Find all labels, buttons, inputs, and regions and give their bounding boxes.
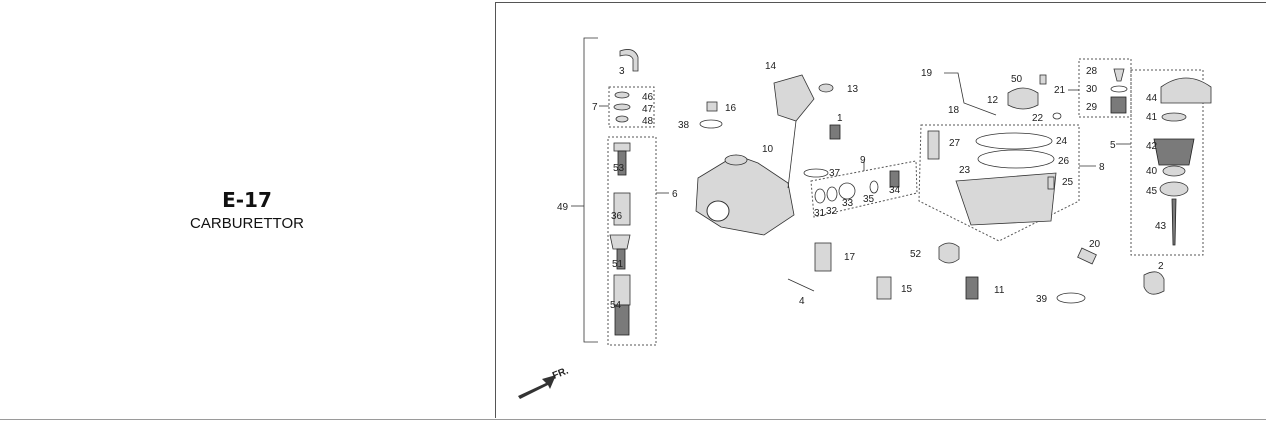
callout-label: 52 xyxy=(910,249,922,260)
part-14-bracket xyxy=(773,74,815,122)
callout-label: 9 xyxy=(860,155,866,166)
callout-label: 2 xyxy=(1158,261,1164,272)
callout-label: 53 xyxy=(613,163,625,174)
callout-label: 4 xyxy=(799,296,805,307)
callout-label: 37 xyxy=(829,168,841,179)
group-bracket-49 xyxy=(583,37,598,343)
callout-label: 49 xyxy=(557,202,569,213)
callout-label: 3 xyxy=(619,66,625,77)
callout-label: 26 xyxy=(1058,156,1070,167)
callout-label: 19 xyxy=(921,68,933,79)
callout-label: 25 xyxy=(1062,177,1074,188)
section-title: CARBURETTOR xyxy=(190,215,304,232)
callout-label: 50 xyxy=(1011,74,1023,85)
part-3-pipe xyxy=(619,49,639,72)
callout-label: 39 xyxy=(1036,294,1048,305)
callout-label: 11 xyxy=(994,285,1005,296)
callout-label: 18 xyxy=(948,105,960,116)
callout-label: 32 xyxy=(826,206,838,217)
callout-label: 44 xyxy=(1146,93,1158,104)
callout-label: 33 xyxy=(842,198,854,209)
carburettor-body xyxy=(695,154,795,236)
section-header: E-17 CARBURETTOR xyxy=(0,0,494,420)
callout-label: 51 xyxy=(612,259,624,270)
callout-label: 15 xyxy=(901,284,913,295)
exploded-view: FR. 3 46 7 47 48 53 49 6 36 51 54 14 13 … xyxy=(518,37,1212,399)
callout-label: 30 xyxy=(1086,84,1098,95)
callout-label: 48 xyxy=(642,116,654,127)
front-arrow-icon xyxy=(518,375,556,399)
callout-label: 1 xyxy=(837,113,843,124)
callout-label: 23 xyxy=(959,165,971,176)
divider xyxy=(0,419,1266,420)
direction-label: FR. xyxy=(551,365,570,381)
callout-label: 17 xyxy=(844,252,856,263)
callout-label: 31 xyxy=(814,208,826,219)
callout-label: 36 xyxy=(611,211,623,222)
callout-label: 5 xyxy=(1110,140,1116,151)
callout-label: 46 xyxy=(642,92,654,103)
callout-label: 27 xyxy=(949,138,961,149)
callout-labels: 3 46 7 47 48 53 49 6 36 51 54 14 13 16 3… xyxy=(557,61,1167,311)
callout-label: 20 xyxy=(1089,239,1101,250)
callout-label: 42 xyxy=(1146,141,1158,152)
callout-label: 13 xyxy=(847,84,859,95)
callout-label: 34 xyxy=(889,185,901,196)
callout-label: 43 xyxy=(1155,221,1167,232)
section-code: E-17 xyxy=(222,188,272,212)
callout-label: 21 xyxy=(1054,85,1066,96)
callout-label: 54 xyxy=(610,300,622,311)
callout-label: 38 xyxy=(678,120,690,131)
callout-label: 35 xyxy=(863,194,875,205)
callout-label: 22 xyxy=(1032,113,1044,124)
callout-label: 28 xyxy=(1086,66,1098,77)
callout-label: 45 xyxy=(1146,186,1158,197)
callout-label: 24 xyxy=(1056,136,1068,147)
callout-label: 29 xyxy=(1086,102,1098,113)
callout-label: 16 xyxy=(725,103,737,114)
callout-label: 41 xyxy=(1146,112,1158,123)
callout-label: 7 xyxy=(592,102,598,113)
callout-label: 6 xyxy=(672,189,678,200)
callout-label: 12 xyxy=(987,95,999,106)
callout-label: 8 xyxy=(1099,162,1105,173)
parts-diagram: FR. 3 46 7 47 48 53 49 6 36 51 54 14 13 … xyxy=(495,2,1266,418)
part-23-float-bowl xyxy=(955,172,1057,226)
callout-label: 10 xyxy=(762,144,774,155)
callout-label: 14 xyxy=(765,61,777,72)
callout-label: 40 xyxy=(1146,166,1158,177)
callout-label: 47 xyxy=(642,104,654,115)
